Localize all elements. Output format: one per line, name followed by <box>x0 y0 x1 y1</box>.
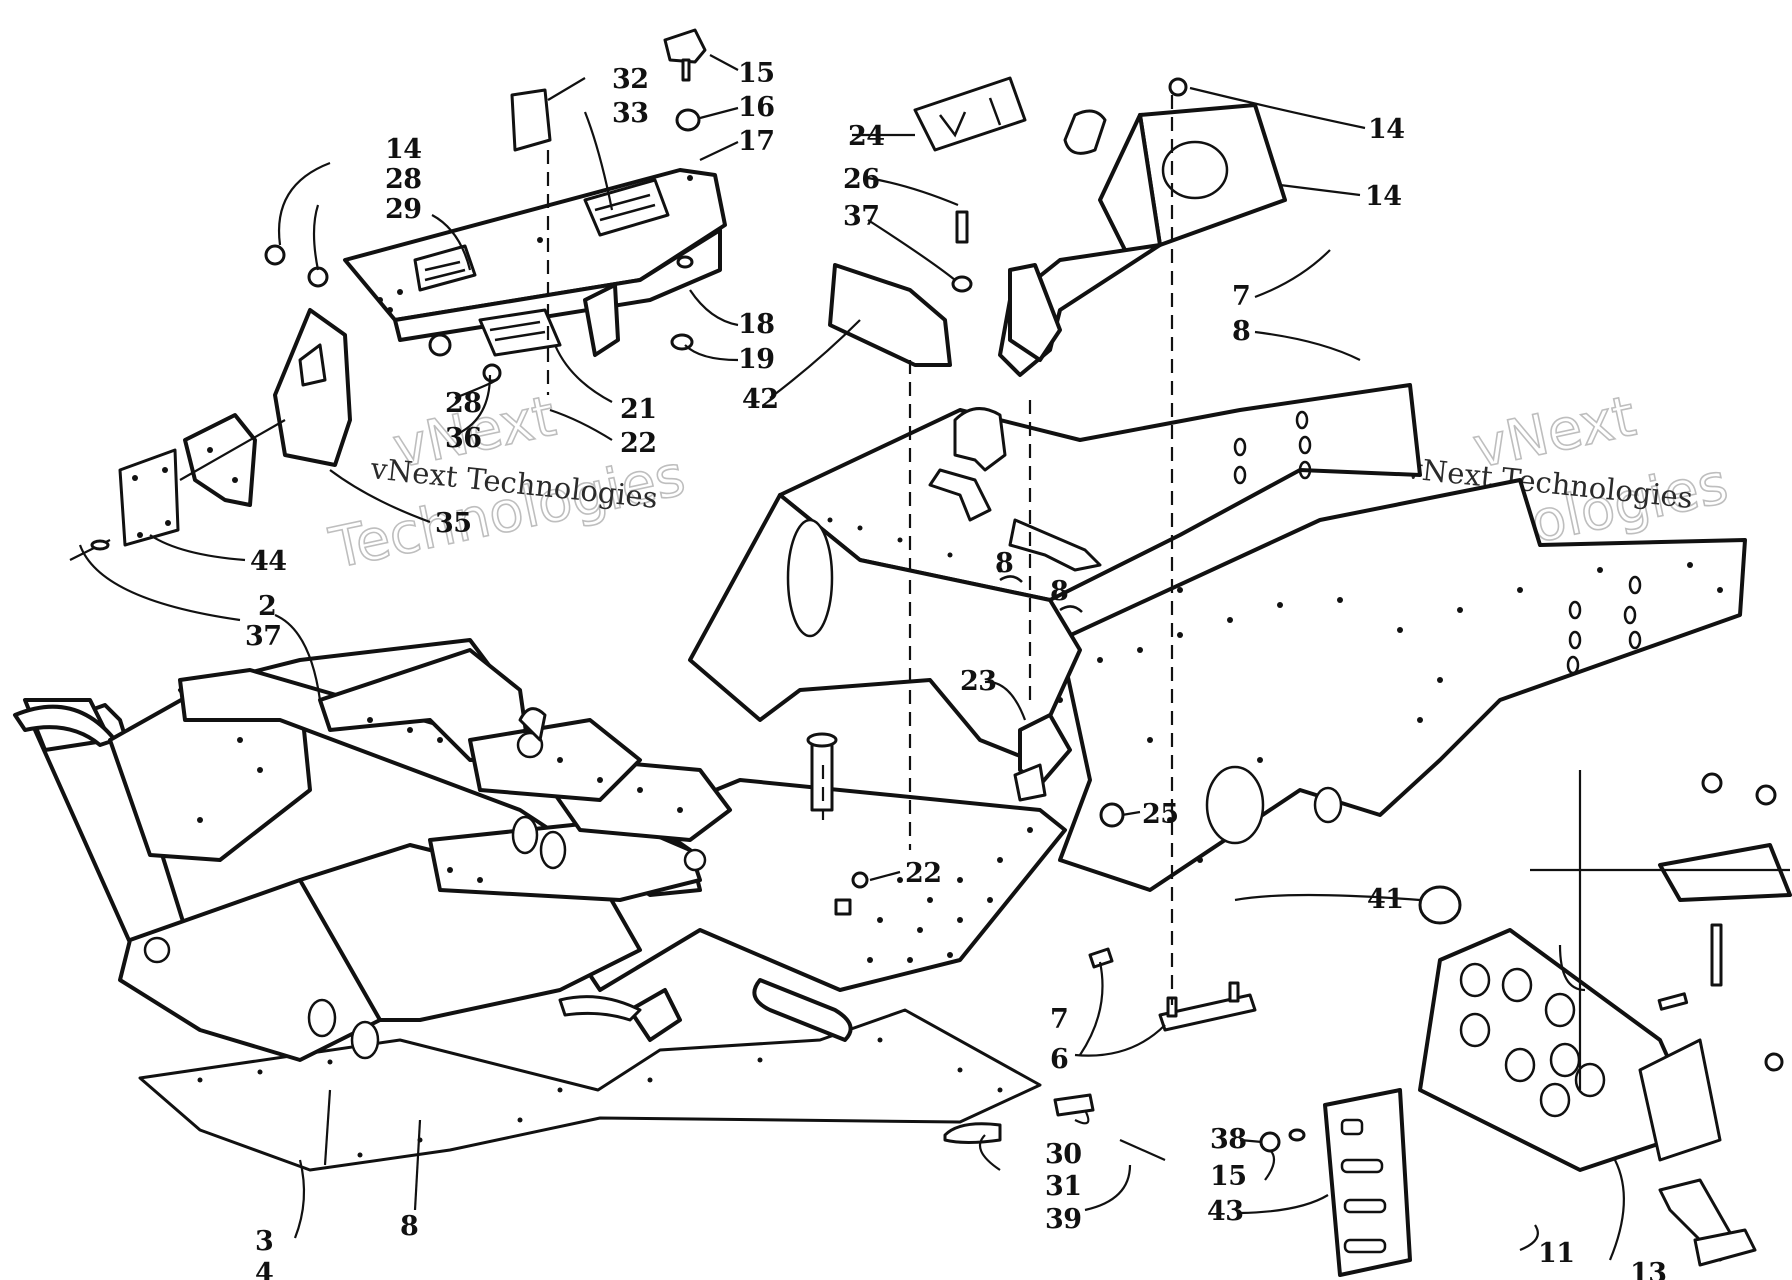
front-frame <box>13 638 732 1062</box>
callout-30: 30 <box>1045 1139 1082 1170</box>
callout-17: 24 <box>848 121 885 152</box>
callout-24: 18 <box>738 309 775 340</box>
callout-37a: 37 <box>843 201 880 232</box>
main-chassis <box>518 383 1747 1042</box>
callout-22: 16 <box>738 92 775 123</box>
leader-lines <box>78 54 1625 1261</box>
callout-2: 2 <box>258 591 276 622</box>
callout-21: 15 <box>738 58 775 89</box>
callout-11: 13 <box>1630 1258 1667 1280</box>
callout-7a: 7 <box>1232 281 1250 312</box>
callout-3: 3 <box>255 1226 273 1257</box>
callout-19: 26 <box>843 164 880 195</box>
rear-bracket <box>118 308 352 547</box>
callout-4: 4 <box>255 1258 273 1280</box>
callout-27: 22 <box>620 428 657 459</box>
callout-14b: 14 <box>1368 114 1405 145</box>
seat-base <box>343 168 727 357</box>
callout-32: 32 <box>612 64 649 95</box>
callout-26: 21 <box>620 394 657 425</box>
callout-14c: 15 <box>1210 1161 1247 1192</box>
callout-39: 41 <box>1367 884 1404 915</box>
callout-13: 14 <box>1365 181 1402 212</box>
callout-7b: 7 <box>1050 1004 1068 1035</box>
callout-18: 25 <box>1142 799 1179 830</box>
callout-6: 6 <box>1050 1044 1068 1075</box>
hardware <box>69 28 1792 1277</box>
callout-31: 31 <box>1045 1171 1082 1202</box>
callout-23: 17 <box>738 126 775 157</box>
callout-28b: 28 <box>445 388 482 419</box>
callout-8b: 8 <box>995 548 1013 579</box>
callout-41: 42 <box>742 384 779 415</box>
callout-38: 39 <box>1045 1204 1082 1235</box>
callout-36: 37 <box>245 621 282 652</box>
callout-14a: 14 <box>385 134 422 165</box>
callout-16: 23 <box>960 666 997 697</box>
callout-37b: 38 <box>1210 1124 1247 1155</box>
callout-28a: 28 <box>385 164 422 195</box>
callout-33: 33 <box>612 98 649 129</box>
callout-44: 44 <box>250 546 287 577</box>
assembly-lines <box>546 95 1174 1005</box>
callout-29: 29 <box>385 194 422 225</box>
callout-35: 36 <box>445 423 482 454</box>
callout-8d: 8 <box>400 1211 418 1242</box>
callout-25: 19 <box>738 344 775 375</box>
callout-labels: 14 28 29 32 33 15 16 17 18 19 21 22 28 3… <box>245 58 1667 1280</box>
callout-15: 22 <box>905 858 942 889</box>
callout-8a: 8 <box>1232 316 1250 347</box>
callout-42: 43 <box>1207 1196 1244 1227</box>
callout-10: 11 <box>1538 1238 1575 1269</box>
callout-34: 35 <box>435 508 472 539</box>
callout-8c: 8 <box>1050 576 1068 607</box>
